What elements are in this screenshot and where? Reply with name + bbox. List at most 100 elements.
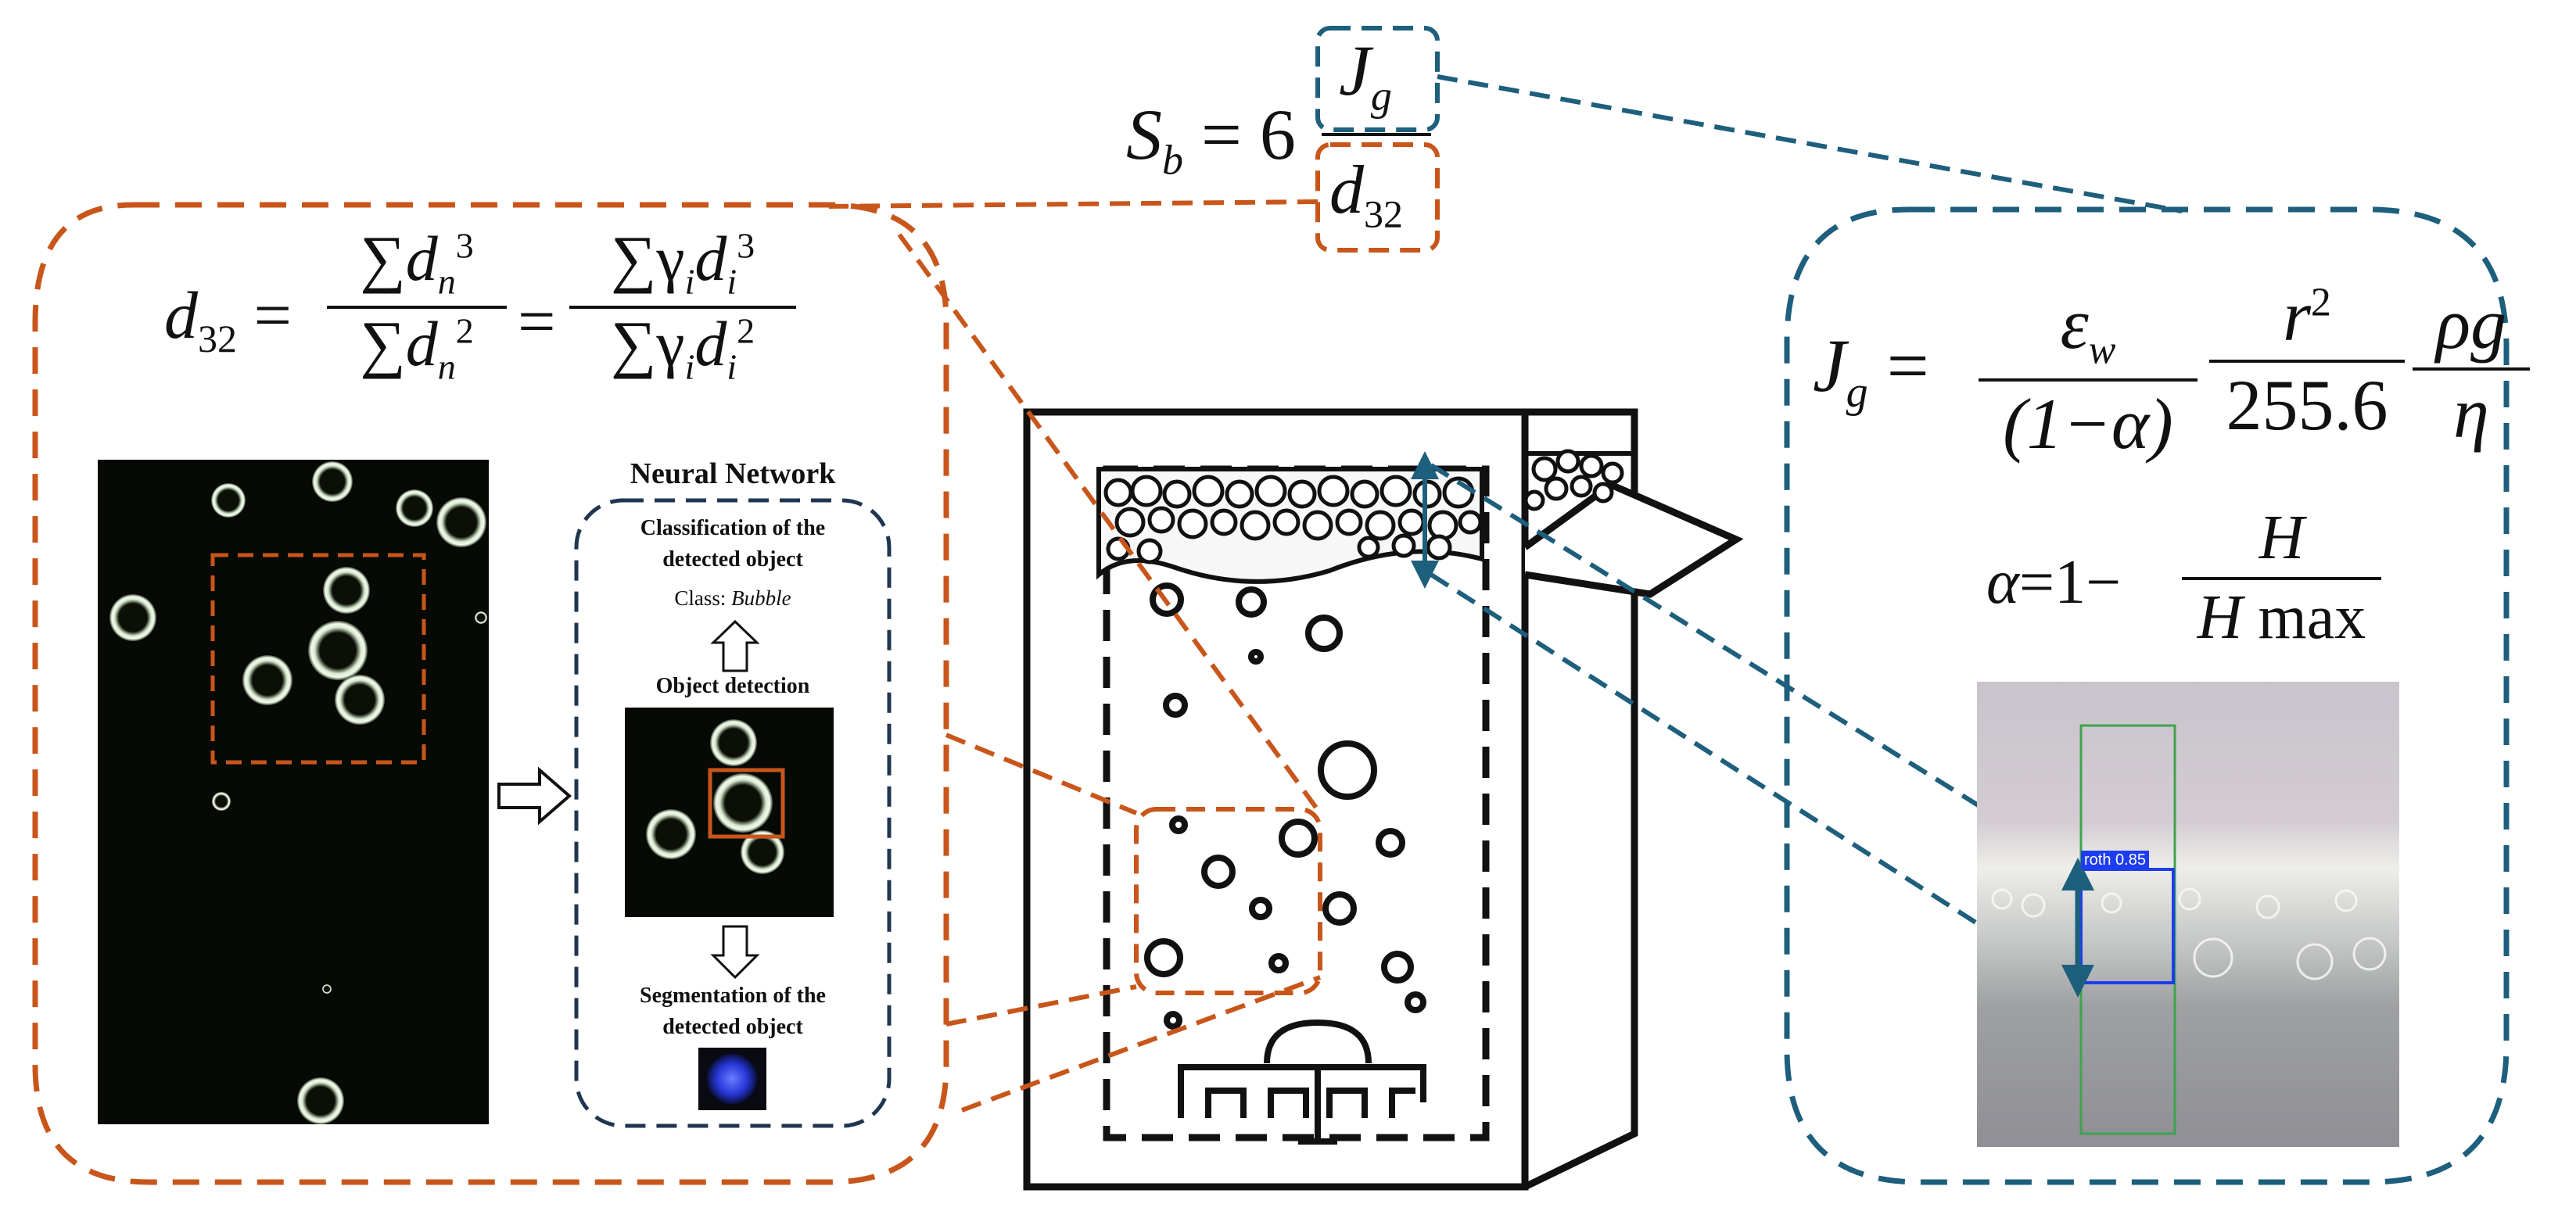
sum-symbol: ∑	[610, 223, 657, 294]
jg-frac3-bar	[2413, 367, 2530, 371]
jg-frac3-den: η	[2453, 373, 2489, 453]
froth-photo-bubbles	[1991, 887, 2387, 980]
class-value: Bubble	[731, 586, 791, 610]
segmentation-line2: detected object	[662, 1015, 803, 1039]
frac1-num-n: n	[437, 261, 456, 302]
frac2-num-exp: 3	[737, 225, 755, 266]
gamma-symbol: γ	[656, 223, 685, 294]
cell-roi-box	[1134, 807, 1322, 995]
gamma-symbol: γ	[656, 308, 685, 380]
connector-teal-1	[1430, 463, 2078, 869]
alpha-den-max: max	[2258, 583, 2366, 652]
jg-frac2: r2 255.6	[2209, 280, 2405, 441]
sb-num-subscript: g	[1370, 72, 1392, 120]
classification-line1: Classification of the	[640, 516, 826, 540]
connector-orange-2	[945, 984, 1137, 1027]
frac1-den-n: n	[437, 346, 456, 387]
jg-lhs: Jg =	[1813, 328, 1929, 417]
alpha-frac-bar	[2182, 577, 2381, 580]
alpha-symbol: α	[1986, 548, 2019, 617]
jg-subscript: g	[1846, 368, 1868, 417]
frac2-den-exp: 2	[737, 311, 755, 352]
classification-line2: detected object	[662, 547, 803, 572]
frac2-den-i1: i	[684, 346, 695, 387]
jg-highlight-box	[1315, 26, 1440, 132]
sb-den-subscript: 32	[1364, 192, 1403, 236]
sb-den-symbol: d	[1329, 152, 1364, 228]
d32-frac2: ∑γidi3 ∑γidi2	[569, 227, 796, 385]
detection-label: roth 0.85	[2081, 851, 2149, 869]
d32-frac2-bar	[569, 306, 796, 310]
bubble-roi-box	[210, 553, 426, 765]
sb-equation: Sb = 6	[1126, 99, 1296, 181]
epsilon-symbol: ε	[2060, 284, 2089, 364]
sum-symbol: ∑	[360, 223, 406, 294]
object-detection-label: Object detection	[655, 674, 810, 698]
frac1-num-d: d	[405, 223, 438, 294]
jg-frac2-den: 255.6	[2226, 365, 2388, 445]
alpha-lhs: α=1−	[1986, 551, 2121, 614]
d32-frac2-num: ∑γidi3	[569, 227, 796, 299]
alpha-den-h: H	[2197, 583, 2243, 652]
d32-subscript: 32	[198, 317, 237, 361]
alpha-frac: H H max	[2182, 507, 2381, 649]
sb-subscript: b	[1162, 136, 1183, 184]
right-arrow-icon	[497, 766, 572, 826]
jg-symbol: J	[1813, 324, 1846, 407]
frac2-num-i1: i	[684, 261, 695, 302]
bubble-photo	[98, 460, 489, 1124]
down-arrow-icon	[710, 925, 760, 980]
frac1-num-exp: 3	[455, 225, 474, 266]
sb-denominator: d32	[1329, 156, 1403, 234]
jg-frac2-bar	[2209, 360, 2405, 363]
detection-image-bubbles	[646, 719, 784, 874]
jg-frac1-den: (1−α)	[2003, 384, 2173, 464]
d32-frac1: ∑dn3 ∑dn2	[327, 227, 507, 385]
d32-frac1-den: ∑dn2	[327, 312, 507, 385]
jg-frac1-bar	[1979, 378, 2197, 382]
segmentation-blob	[707, 1054, 757, 1104]
d32-frac2-den: ∑γidi2	[569, 312, 796, 385]
jg-frac3-num: ρg	[2435, 284, 2507, 364]
neural-network-box	[574, 498, 892, 1128]
class-label: Class: Bubble	[576, 586, 889, 611]
jg-frac1: εw (1−α)	[1979, 288, 2197, 460]
sb-num-symbol: J	[1339, 30, 1371, 110]
alpha-num: H	[2258, 503, 2305, 572]
frac1-den-d: d	[405, 308, 438, 380]
frac2-den-d: d	[694, 308, 727, 380]
connector-d32	[828, 199, 1318, 209]
alpha-den: H max	[2182, 586, 2381, 649]
sb-numerator: Jg	[1339, 34, 1392, 116]
r-exponent: 2	[2310, 280, 2331, 325]
neural-network-title: Neural Network	[630, 457, 836, 490]
connector-jg	[1437, 74, 2183, 213]
epsilon-subscript: w	[2088, 328, 2116, 373]
d32-highlight-box	[1315, 142, 1440, 253]
left-zoom-box	[32, 202, 949, 1185]
sb-coefficient: 6	[1259, 95, 1296, 174]
jg-frac2-num: r2	[2209, 280, 2405, 352]
sum-symbol: ∑	[610, 308, 657, 380]
connector-teal-2	[1430, 572, 2078, 989]
frac2-num-d: d	[694, 223, 727, 294]
detection-bbox	[708, 768, 785, 839]
frac2-num-i2: i	[727, 261, 737, 302]
up-arrow-icon	[710, 619, 760, 672]
sum-symbol: ∑	[360, 308, 406, 380]
bubble-photo-bubbles	[109, 461, 487, 1124]
d32-symbol: d	[164, 278, 198, 353]
alpha-rhs: =1−	[2019, 548, 2122, 617]
d32-lhs: d32 =	[164, 281, 292, 358]
d32-frac1-bar	[327, 306, 507, 310]
jg-equals: =	[1886, 324, 1929, 407]
d32-equals-2: =	[518, 284, 556, 359]
connector-orange-1	[945, 733, 1138, 815]
segmentation-line1: Segmentation of the	[640, 984, 826, 1008]
sb-equals: =	[1201, 95, 1242, 174]
flotation-cell	[1023, 408, 1744, 1191]
right-zoom-box	[1784, 206, 2510, 1185]
connector-orange-3	[897, 233, 1322, 815]
frac2-den-i2: i	[727, 346, 737, 387]
